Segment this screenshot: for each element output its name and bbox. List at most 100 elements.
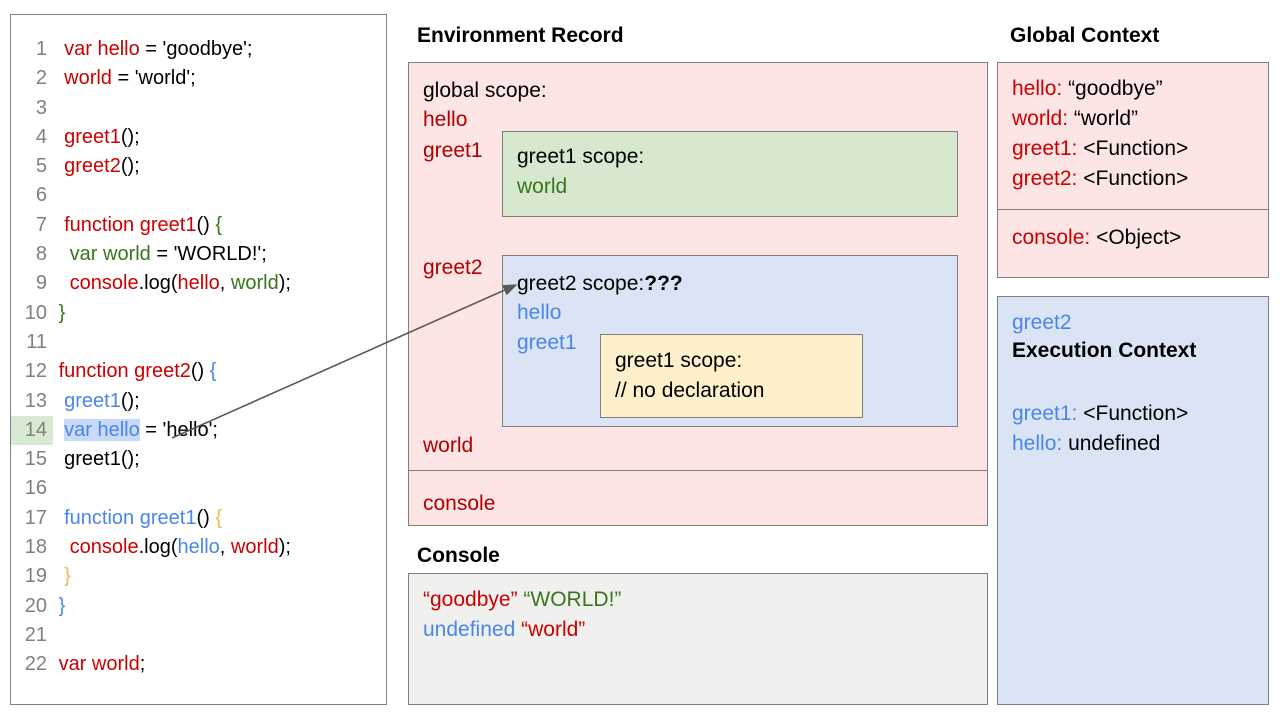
code-token xyxy=(53,272,70,294)
code-line[interactable]: 12 function greet2() { xyxy=(11,357,386,386)
code-line[interactable]: 20 } xyxy=(11,592,386,621)
code-line[interactable]: 8 var world = 'WORLD!'; xyxy=(11,240,386,269)
console-token: undefined xyxy=(423,618,516,641)
code-token: () xyxy=(190,360,210,383)
code-line-number: 17 xyxy=(24,506,47,529)
console-token: “WORLD!” xyxy=(523,588,622,611)
global-context-title: Global Context xyxy=(1010,24,1160,47)
code-line-number: 8 xyxy=(35,243,47,266)
code-line[interactable]: 16 xyxy=(11,474,386,503)
code-line-text: console.log(hello, world); xyxy=(53,533,291,562)
code-line[interactable]: 5 greet2(); xyxy=(11,152,386,181)
env-var-world: world xyxy=(423,434,474,457)
greet2-scope-label-row: greet2 scope:??? xyxy=(517,272,683,296)
code-line-list: 1 var hello = 'goodbye';2 world = 'world… xyxy=(11,35,386,680)
code-line-text: console.log(hello, world); xyxy=(53,269,291,298)
code-token: ; xyxy=(139,653,146,676)
code-token: { xyxy=(215,213,223,236)
code-line[interactable]: 3 xyxy=(11,94,386,123)
console-token: “goodbye” xyxy=(423,588,518,611)
code-token: () xyxy=(196,506,216,529)
code-token: } xyxy=(64,565,71,588)
code-token: hello xyxy=(177,272,220,295)
global-entry-greet2: greet2: <Function> xyxy=(1012,167,1189,190)
global-entry-key: greet2 xyxy=(1012,167,1072,190)
environment-record-divider xyxy=(408,470,988,471)
code-token: (); xyxy=(120,125,140,148)
code-editor-panel[interactable]: 1 var hello = 'goodbye';2 world = 'world… xyxy=(10,14,387,705)
code-line-number: 13 xyxy=(24,389,47,412)
greet2-scope-var-greet1: greet1 xyxy=(517,331,577,354)
code-line[interactable]: 9 console.log(hello, world); xyxy=(11,269,386,298)
global-entry-value: “world” xyxy=(1073,107,1139,130)
code-line[interactable]: 13 greet1(); xyxy=(11,387,386,416)
code-token: } xyxy=(58,594,66,617)
global-scope-label: global scope: xyxy=(423,79,547,102)
global-entry-world: world: “world” xyxy=(1012,107,1139,130)
code-line-number: 22 xyxy=(24,653,47,676)
code-token xyxy=(53,507,64,529)
code-token xyxy=(53,565,64,587)
console-output-box[interactable]: “goodbye” “WORLD!” undefined “world” xyxy=(408,573,988,705)
code-line[interactable]: 11 xyxy=(11,328,386,357)
code-line[interactable]: 17 function greet1() { xyxy=(11,504,386,533)
code-line[interactable]: 18 console.log(hello, world); xyxy=(11,533,386,562)
code-line[interactable]: 7 function greet1() { xyxy=(11,211,386,240)
code-line-text: var world; xyxy=(53,650,146,679)
code-token: var world xyxy=(58,653,140,676)
execution-context-title: Execution Context xyxy=(1012,339,1197,362)
greet1-scope-box: greet1 scope: world xyxy=(502,131,958,217)
execution-context-name: greet2 xyxy=(1012,311,1072,334)
code-token: console xyxy=(69,536,139,559)
code-token: ); xyxy=(278,536,291,559)
greet1-scope-var-world: world xyxy=(517,175,568,198)
code-line[interactable]: 22 var world; xyxy=(11,650,386,679)
code-line-text: function greet2() { xyxy=(53,357,217,386)
code-line[interactable]: 4 greet1(); xyxy=(11,123,386,152)
code-token xyxy=(53,419,64,441)
code-line-text: var hello = 'goodbye'; xyxy=(53,35,252,64)
greet2-scope-unknown-marker: ??? xyxy=(644,272,683,295)
greet1-inner-scope-box: greet1 scope: // no declaration xyxy=(600,334,863,418)
code-token xyxy=(53,67,64,89)
global-entry-key: hello xyxy=(1012,77,1057,100)
code-line[interactable]: 14 var hello = 'hello'; xyxy=(11,415,386,446)
code-token xyxy=(53,214,64,236)
code-token: .log( xyxy=(138,536,178,559)
greet1-inner-scope-label: greet1 scope: xyxy=(615,349,743,372)
code-token: (); xyxy=(120,389,140,412)
global-entry-console: console: <Object> xyxy=(1012,226,1182,249)
code-line-number: 6 xyxy=(35,184,47,207)
code-token: greet2 xyxy=(64,155,121,178)
code-line-number: 21 xyxy=(24,623,47,646)
code-token: } xyxy=(58,301,66,324)
execution-entry-value: undefined xyxy=(1068,432,1161,455)
execution-entry-greet1: greet1: <Function> xyxy=(1012,402,1189,425)
code-token: var hello xyxy=(64,418,140,441)
code-line[interactable]: 15 greet1(); xyxy=(11,445,386,474)
code-line[interactable]: 10 } xyxy=(11,299,386,328)
code-token: world xyxy=(230,272,279,295)
greet1-inner-scope-comment: // no declaration xyxy=(615,379,765,402)
code-line[interactable]: 2 world = 'world'; xyxy=(11,64,386,93)
global-entry-greet1: greet1: <Function> xyxy=(1012,137,1189,160)
code-line[interactable]: 19 } xyxy=(11,562,386,591)
env-var-greet1: greet1 xyxy=(423,139,483,162)
code-line-text: var world = 'WORLD!'; xyxy=(53,240,267,269)
code-line-text: greet1(); xyxy=(53,123,140,152)
code-token: function greet1 xyxy=(64,506,197,529)
global-entry-key: world xyxy=(1012,107,1063,130)
code-token: = 'hello'; xyxy=(139,418,218,441)
code-token: greet1 xyxy=(64,125,121,148)
code-line[interactable]: 6 xyxy=(11,181,386,210)
global-entry-key: greet1 xyxy=(1012,137,1072,160)
code-token xyxy=(53,243,70,265)
code-line[interactable]: 1 var hello = 'goodbye'; xyxy=(11,35,386,64)
console-title: Console xyxy=(417,544,500,567)
env-var-greet2: greet2 xyxy=(423,256,483,279)
code-line[interactable]: 21 xyxy=(11,621,386,650)
code-token: var hello xyxy=(64,38,140,60)
code-line-number: 18 xyxy=(24,536,47,559)
global-entry-hello: hello: “goodbye” xyxy=(1012,77,1163,100)
code-line-number: 1 xyxy=(35,38,47,60)
